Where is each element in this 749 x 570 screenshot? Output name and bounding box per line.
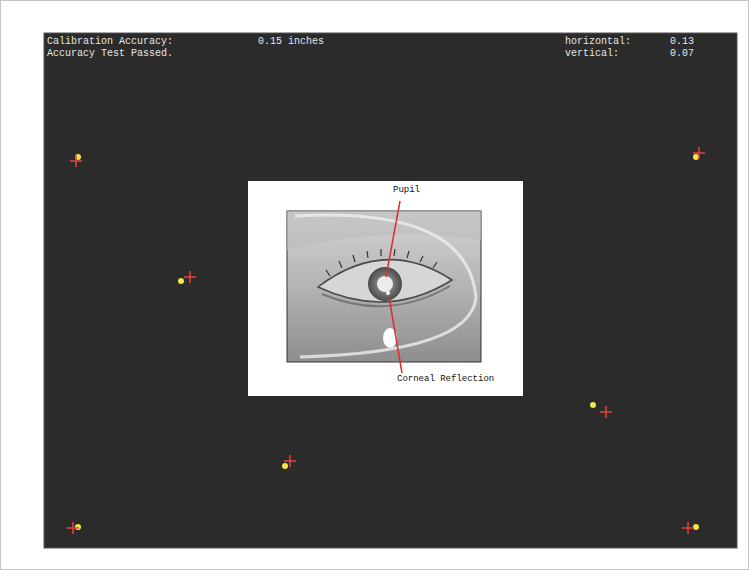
- text-slot: 0.13: [670, 36, 694, 47]
- text-slot: Calibration Accuracy:: [47, 36, 173, 47]
- gaze-dot: [75, 524, 81, 530]
- target-cross: [67, 522, 79, 534]
- text-slot: Corneal Reflection: [397, 375, 494, 385]
- axis-label: vertical:: [565, 48, 619, 59]
- text-slot: 0.15 inches: [258, 36, 324, 47]
- target-cross: [184, 271, 196, 283]
- pupil: [377, 276, 393, 292]
- lower-lid: [322, 286, 450, 306]
- status-text: Accuracy Test Passed.: [47, 48, 173, 59]
- eye-photo: [287, 211, 481, 362]
- target-cross: [284, 455, 296, 467]
- eye-image-inset: PupilCorneal Reflection: [248, 181, 523, 396]
- screen-panel-bg: [44, 33, 737, 548]
- text-slot: Pupil: [393, 186, 420, 196]
- leader-line: [389, 297, 402, 373]
- status-value: 0.15 inches: [258, 36, 324, 47]
- status-text: Calibration Accuracy:: [47, 36, 173, 47]
- glasses-frame: [295, 215, 476, 357]
- gaze-dot: [282, 463, 288, 469]
- target-cross: [693, 147, 705, 159]
- part-label: Corneal Reflection: [397, 375, 494, 385]
- eyelashes: [326, 249, 437, 276]
- text-slot: 0.07: [670, 48, 694, 59]
- gaze-dot: [693, 154, 699, 160]
- photo-frame: [287, 211, 481, 362]
- target-cross: [600, 406, 612, 418]
- text-slot: vertical:: [565, 48, 619, 59]
- gaze-dot: [693, 524, 699, 530]
- leader-lines: [386, 201, 402, 373]
- inset-bg: [248, 181, 523, 396]
- axis-value: 0.07: [670, 48, 694, 59]
- calibration-points: [67, 147, 705, 534]
- gaze-dot: [590, 402, 596, 408]
- target-cross: [70, 155, 82, 167]
- target-crosses: [67, 147, 705, 534]
- axis-value: 0.13: [670, 36, 694, 47]
- iris: [368, 267, 402, 301]
- gaze-dot: [178, 278, 184, 284]
- text-slot: Accuracy Test Passed.: [47, 48, 173, 59]
- target-cross: [682, 522, 694, 534]
- axis-label: horizontal:: [565, 36, 631, 47]
- screen-panel: Calibration Accuracy: 0.15 inchesAccuracy…: [44, 33, 737, 548]
- text-slot: horizontal:: [565, 36, 631, 47]
- leader-line: [386, 201, 400, 277]
- calibration-dots: [75, 154, 699, 530]
- corneal-reflection: [386, 291, 390, 295]
- part-label: Pupil: [393, 186, 420, 196]
- brow-shade: [287, 211, 481, 250]
